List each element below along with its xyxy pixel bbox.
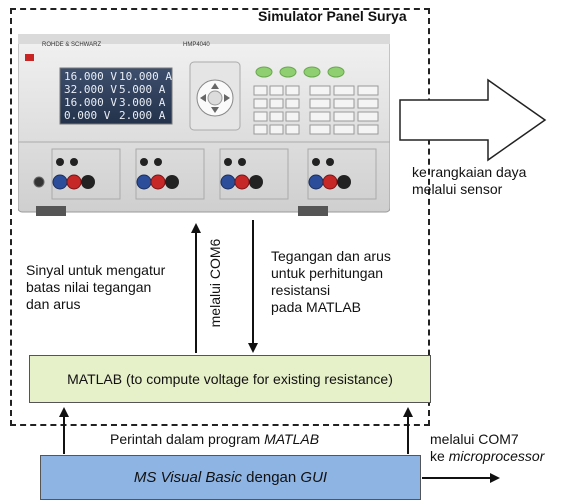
aux-jack <box>33 176 45 188</box>
matlab-command-label: Perintah dalam program MATLAB <box>110 431 319 448</box>
vb-box-mid: dengan <box>242 469 301 486</box>
com7-label: melalui COM7 ke microprocessor <box>430 431 544 465</box>
reading-4-current: 2.000 A <box>119 109 166 122</box>
channel-3-terminals <box>219 148 289 200</box>
power-switch <box>25 54 34 61</box>
instrument-foot-left <box>36 206 66 216</box>
output-label-line-1: ke rangkaian daya <box>412 164 527 180</box>
com6-text: melalui COM6 <box>207 238 223 328</box>
vb-box-emph-2: GUI <box>300 469 328 486</box>
vb-box-emph-1: MS Visual Basic <box>133 469 243 486</box>
com7-prefix: ke <box>430 448 449 464</box>
reading-3-voltage: 16.000 V <box>64 96 117 109</box>
channel-2-terminals <box>135 148 205 200</box>
reading-4-voltage: 0.000 V <box>64 109 111 122</box>
output-label-line-2: melalui sensor <box>412 181 503 197</box>
keypad <box>253 85 379 135</box>
matlab-box-label: MATLAB (to compute voltage for existing … <box>67 371 393 387</box>
channel-4-terminals <box>307 148 377 200</box>
channel-select-buttons <box>255 66 345 78</box>
instrument-foot-right <box>298 206 328 216</box>
reading-3-current: 3.000 A <box>119 96 166 109</box>
com7-emph: microprocessor <box>448 448 545 464</box>
com6-label: melalui COM6 <box>205 228 225 338</box>
nav-center <box>207 90 223 106</box>
lcd-readings: 16.000 V 10.000 A 32.000 V 5.000 A 16.00… <box>64 70 172 122</box>
reading-2-voltage: 32.000 V <box>64 83 117 96</box>
measurement-line-3: resistansi <box>271 282 331 298</box>
measurement-line-1: Tegangan dan arus <box>271 248 391 264</box>
output-arrow <box>399 78 547 162</box>
matlab-box: MATLAB (to compute voltage for existing … <box>29 355 431 403</box>
matlab-command-prefix: Perintah dalam program <box>110 431 265 447</box>
channel-1-terminals <box>51 148 121 200</box>
vb-gui-box: MS Visual Basic dengan GUI <box>40 455 421 500</box>
control-signal-line-3: dan arus <box>26 296 81 312</box>
instrument-top-edge <box>18 34 390 44</box>
reading-2-current: 5.000 A <box>119 83 166 96</box>
measurement-label: Tegangan dan arus untuk perhitungan resi… <box>271 248 391 316</box>
output-label: ke rangkaian daya melalui sensor <box>412 164 526 198</box>
output-channels <box>51 148 377 200</box>
com7-line-1: melalui COM7 <box>430 431 519 447</box>
matlab-command-emph: MATLAB <box>264 431 320 447</box>
control-signal-line-2: batas nilai tegangan <box>26 279 152 295</box>
power-supply-instrument: ROHDE & SCHWARZ HMP4040 16.000 V 10.000 … <box>18 34 390 216</box>
brand-text: ROHDE & SCHWARZ <box>42 42 101 48</box>
measurement-line-2: untuk perhitungan <box>271 265 384 281</box>
nav-arrows <box>200 83 230 113</box>
model-text: HMP4040 <box>183 42 210 48</box>
com7-line-2: ke microprocessor <box>430 448 544 465</box>
control-signal-line-1: Sinyal untuk mengatur <box>26 262 166 278</box>
lcd-display <box>59 67 173 125</box>
measurement-line-4: pada MATLAB <box>271 299 362 315</box>
panel-title: Simulator Panel Surya <box>258 8 407 24</box>
simulator-boundary <box>10 8 430 426</box>
reading-1-current: 10.000 A <box>119 70 172 83</box>
reading-1-voltage: 16.000 V <box>64 70 117 83</box>
control-signal-label: Sinyal untuk mengatur batas nilai tegang… <box>26 262 165 313</box>
